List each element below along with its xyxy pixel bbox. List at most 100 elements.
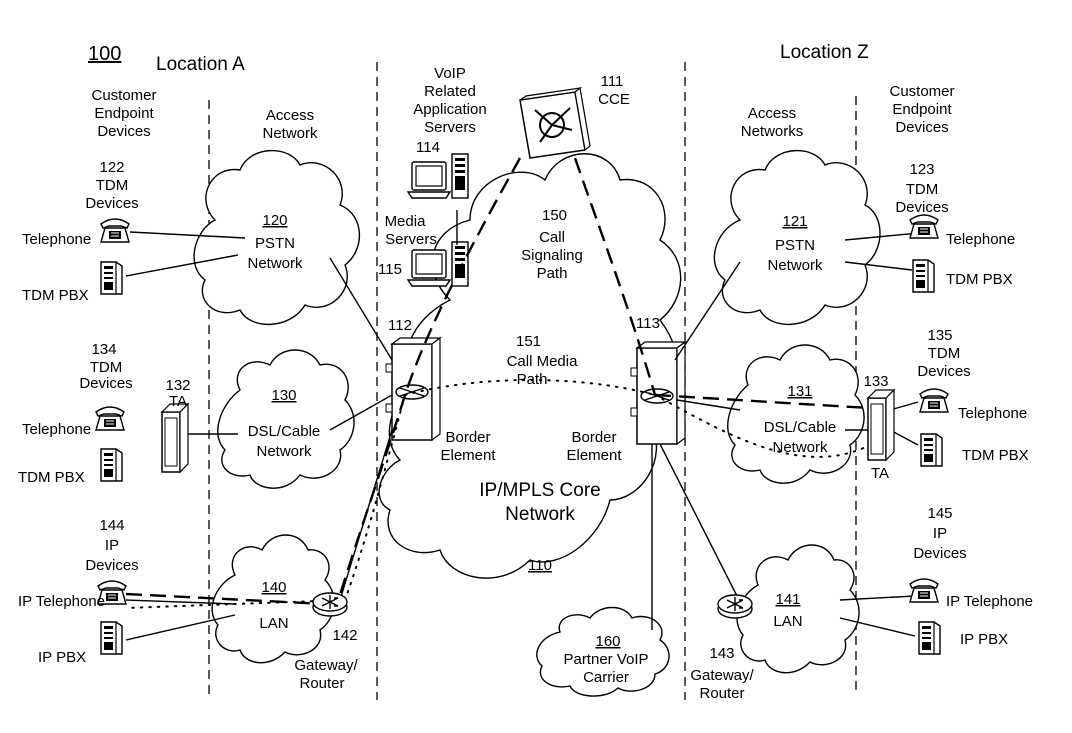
media-path-label-2: Path	[517, 371, 548, 388]
core-label-2: Network	[505, 504, 575, 525]
ta-z-icon	[866, 388, 896, 462]
ip-devices-a-label-2: Devices	[85, 557, 138, 574]
pstn-a-ref: 120	[262, 212, 287, 229]
tdm-devices-z-ref: 123	[909, 161, 934, 178]
ip-devices-a-label-1: IP	[105, 537, 119, 554]
endpoint-header-a-3: Devices	[97, 123, 150, 140]
call-signaling-ta-z	[654, 393, 871, 410]
ip-devices-z-ref: 145	[927, 505, 952, 522]
telephone-z2-label: Telephone	[958, 405, 1027, 422]
tdm-pbx-z2-icon	[920, 433, 943, 467]
border-element-z-label-1: Border	[571, 429, 616, 446]
lan-z-ref: 141	[775, 591, 800, 608]
router-z-icon	[717, 594, 753, 619]
tdm-pbx-z1-icon	[912, 259, 935, 293]
partner-carrier-cloud	[536, 606, 670, 697]
border-element-a-label-2: Element	[440, 447, 496, 464]
location-a-label: Location A	[156, 54, 245, 75]
access-header-z-1: Access	[748, 105, 796, 122]
router-a-ref: 142	[332, 627, 357, 644]
tdm-devices-a-ref: 122	[99, 159, 124, 176]
media-servers-ref: 115	[378, 261, 402, 278]
endpoint-header-a-2: Endpoint	[94, 105, 154, 122]
tdm-pbx-a2-icon	[100, 448, 123, 482]
dsl-a-ref: 130	[271, 387, 296, 404]
lan-z-label: LAN	[773, 613, 802, 630]
ip-devices-z-label-1: IP	[933, 525, 947, 542]
lan-a-label: LAN	[259, 615, 288, 632]
pstn-network-a-cloud	[193, 149, 361, 326]
pstn-a-label-1: PSTN	[255, 235, 295, 252]
cce-switch-icon	[519, 86, 591, 159]
tdm-devices-a2-label-2: Devices	[79, 375, 132, 392]
lan-a-ref: 140	[261, 579, 286, 596]
location-z-label: Location Z	[780, 42, 869, 63]
core-ref: 110	[528, 557, 552, 574]
lan-a-cloud	[211, 534, 335, 664]
media-servers-label-2: Servers	[385, 231, 437, 248]
endpoint-header-z-2: Endpoint	[892, 101, 952, 118]
tdm-devices-a2-ref: 134	[91, 341, 116, 358]
router-z-ref: 143	[709, 645, 734, 662]
ip-pbx-z-label: IP PBX	[960, 631, 1008, 648]
border-element-a-icon	[385, 336, 442, 442]
tdm-devices-z-label-1: TDM	[906, 181, 939, 198]
app-servers-ref: 114	[416, 139, 440, 156]
ta-a-label: TA	[169, 393, 187, 410]
endpoint-header-a-1: Customer	[91, 87, 156, 104]
application-server-icon	[407, 153, 469, 199]
tdm-pbx-a1-icon	[100, 261, 123, 295]
telephone-z2-icon	[919, 388, 949, 413]
media-path-ref: 151	[516, 333, 541, 350]
ip-pbx-a-label: IP PBX	[38, 649, 86, 666]
endpoint-header-z-1: Customer	[889, 83, 954, 100]
dsl-network-a-cloud	[217, 349, 355, 489]
core-label-1: IP/MPLS Core	[479, 480, 600, 501]
signaling-label-3: Path	[537, 265, 568, 282]
access-header-a-1: Access	[266, 107, 314, 124]
telephone-a2-label: Telephone	[22, 421, 91, 438]
router-a-icon	[312, 592, 348, 617]
ta-z-label: TA	[871, 465, 889, 482]
router-z-label-2: Router	[699, 685, 744, 702]
signaling-ref: 150	[542, 207, 567, 224]
partner-label-1: Partner VoIP	[563, 651, 648, 668]
app-servers-label-1: VoIP	[434, 65, 466, 82]
app-servers-label-2: Related	[424, 83, 476, 100]
signaling-label-2: Signaling	[521, 247, 583, 264]
media-path-label-1: Call Media	[507, 353, 579, 370]
pstn-z-ref: 121	[782, 213, 807, 230]
border-element-a-label-1: Border	[445, 429, 490, 446]
app-servers-label-4: Servers	[424, 119, 476, 136]
endpoint-header-z-3: Devices	[895, 119, 948, 136]
dsl-a-label-1: DSL/Cable	[248, 423, 321, 440]
ip-pbx-z-icon	[918, 621, 941, 655]
partner-label-2: Carrier	[583, 669, 629, 686]
ip-pbx-a-icon	[100, 621, 123, 655]
call-signaling-path-a	[338, 157, 522, 596]
signaling-label-1: Call	[539, 229, 565, 246]
ip-telephone-z-label: IP Telephone	[946, 593, 1033, 610]
dsl-z-label-1: DSL/Cable	[764, 419, 837, 436]
dsl-a-label-2: Network	[256, 443, 312, 460]
pstn-z-label-2: Network	[767, 257, 823, 274]
tdm-pbx-a2-label: TDM PBX	[18, 469, 85, 486]
tdm-pbx-z1-label: TDM PBX	[946, 271, 1013, 288]
pstn-z-label-1: PSTN	[775, 237, 815, 254]
tdm-devices-z2-ref: 135	[927, 327, 952, 344]
ip-devices-z-label-2: Devices	[913, 545, 966, 562]
call-media-path	[404, 379, 656, 396]
app-servers-label-3: Application	[413, 101, 486, 118]
telephone-z1-label: Telephone	[946, 231, 1015, 248]
ta-a-icon	[160, 402, 190, 474]
access-header-a-2: Network	[262, 125, 318, 142]
tdm-devices-a-label-1: TDM	[96, 177, 129, 194]
telephone-a2-icon	[95, 406, 125, 431]
tdm-devices-a2-label-1: TDM	[90, 359, 123, 376]
ip-telephone-z-icon	[909, 578, 939, 603]
cce-ref: 111	[601, 73, 624, 90]
lan-z-cloud	[736, 544, 860, 674]
pstn-a-label-2: Network	[247, 255, 303, 272]
